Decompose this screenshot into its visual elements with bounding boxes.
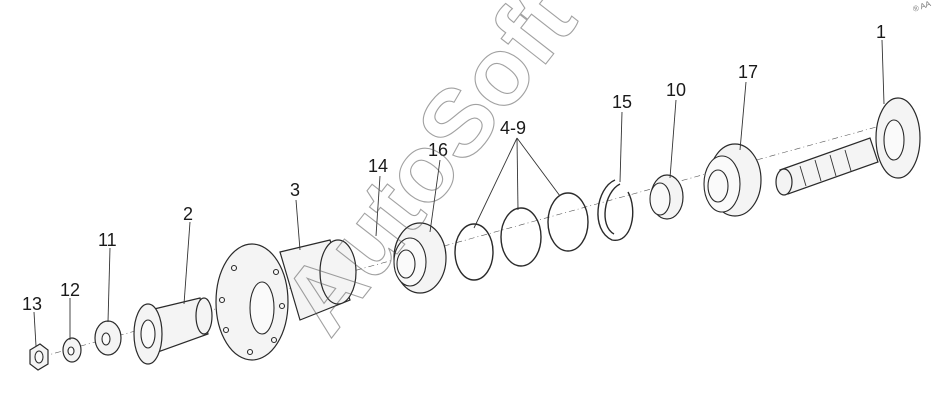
- callout-4-9: 4-9: [500, 118, 526, 138]
- corner-mark: ® AA: [912, 0, 933, 14]
- part-4-9-shim-rings: [454, 192, 589, 281]
- part-1-shaft: [775, 97, 921, 196]
- part-13-nut: [29, 343, 49, 371]
- callout-2: 2: [183, 204, 193, 224]
- callout-10: 10: [666, 80, 686, 100]
- part-15-snap-ring: [597, 179, 634, 241]
- callout-13: 13: [22, 294, 42, 314]
- callout-15: 15: [612, 92, 632, 112]
- callout-1: 1: [876, 22, 886, 42]
- callout-14: 14: [368, 156, 388, 176]
- part-11-washer: [94, 320, 122, 356]
- callout-3: 3: [290, 180, 300, 200]
- part-3-housing: [215, 239, 357, 361]
- callout-11: 11: [98, 230, 117, 250]
- part-2-splined-hub: [133, 297, 213, 365]
- part-17-bearing: [703, 143, 762, 217]
- callout-16: 16: [428, 140, 448, 160]
- center-axis: [29, 114, 921, 361]
- leader-lines: [33, 39, 885, 347]
- part-10-sleeve: [649, 174, 684, 220]
- part-12-lock-washer: [62, 337, 82, 363]
- callout-17: 17: [738, 62, 758, 82]
- callout-12: 12: [60, 280, 80, 300]
- part-16-bearing: [393, 222, 447, 294]
